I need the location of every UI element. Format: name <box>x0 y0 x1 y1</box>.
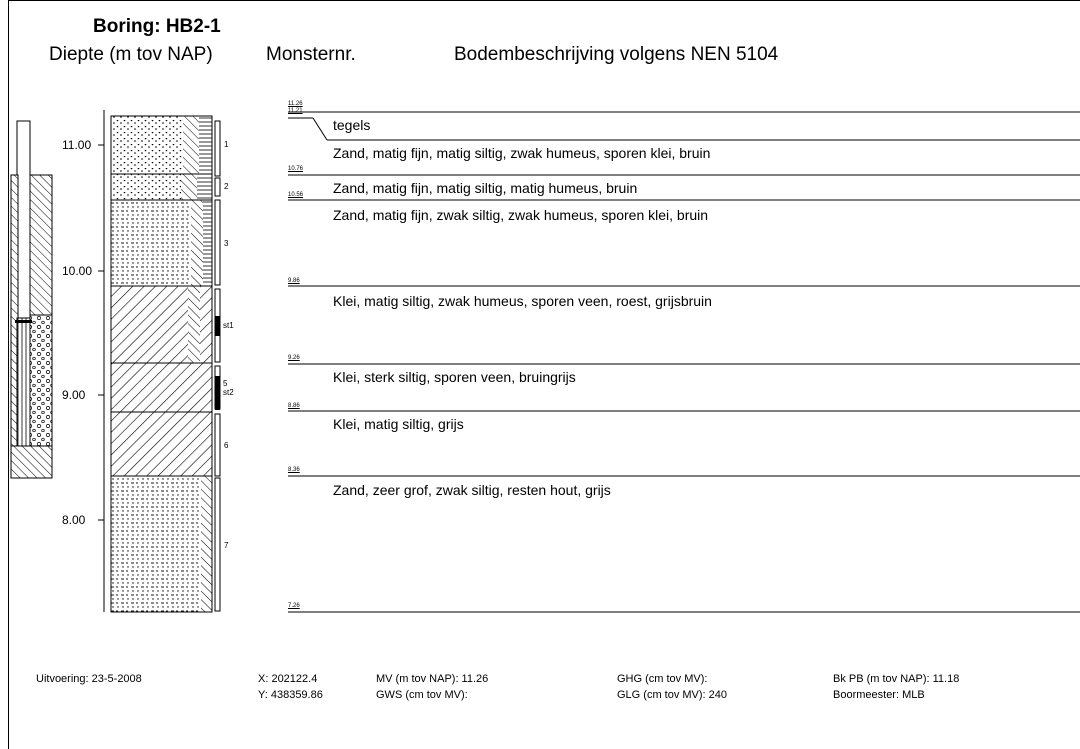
layer-description: Zand, matig fijn, zwak siltig, zwak hume… <box>333 207 709 223</box>
depth-tick-label: 8.00 <box>62 513 86 527</box>
layer-depth-label: 10.76 <box>288 166 304 172</box>
well-bottom-seal <box>10 445 53 479</box>
sample-interval <box>214 120 221 177</box>
depth-tick-label: 11.00 <box>62 138 92 152</box>
well-pipe-top <box>16 120 31 322</box>
litho-clay-sidebar <box>188 363 212 412</box>
litho-humus-sidebar <box>181 174 197 200</box>
ghg-value: GHG (cm tov MV): <box>617 673 708 685</box>
sample-column-header: Monsternr. <box>266 44 356 65</box>
litho-layer-sand <box>111 174 181 200</box>
layer-description: Zand, matig fijn, matig siltig, zwak hum… <box>333 145 711 161</box>
litho-silt-sidebar <box>199 116 212 174</box>
layer-depth-label: 8.86 <box>288 403 300 409</box>
glg-value: GLG (cm tov MV): 240 <box>617 689 728 701</box>
litho-humus-sidebar <box>191 200 203 286</box>
litho-silt-sidebar <box>201 476 212 612</box>
y-coordinate: Y: 438359.86 <box>258 689 323 701</box>
layer-depth-label: 10.56 <box>288 192 304 198</box>
well-construction <box>10 120 53 479</box>
sample-label: st2 <box>223 388 234 397</box>
description-column-header: Bodembeschrijving volgens NEN 5104 <box>454 44 779 65</box>
litho-clay-sidebar <box>188 412 212 476</box>
layer-description: Zand, zeer grof, zwak siltig, resten hou… <box>333 482 611 498</box>
layer-depth-label: 8.36 <box>288 467 300 473</box>
litho-layer-clay <box>111 286 188 363</box>
sample-label: 1 <box>224 140 229 149</box>
sample-label: 7 <box>224 541 229 550</box>
litho-layer-sand-coarse <box>111 476 201 612</box>
layer-description: tegels <box>333 117 371 133</box>
sample-label: 5 <box>223 379 228 388</box>
litho-clay-sidebar <box>200 286 212 363</box>
depth-column-header: Diepte (m tov NAP) <box>49 44 213 65</box>
litho-column-outline <box>110 115 213 613</box>
layer-description: Klei, matig siltig, zwak humeus, sporen … <box>333 293 712 309</box>
lithology-column <box>110 115 213 613</box>
sample-interval <box>214 477 221 612</box>
pipe-top-level: Bk PB (m tov NAP): 11.18 <box>833 673 960 685</box>
well-water-level <box>15 320 32 323</box>
layer-description: Klei, sterk siltig, sporen veen, bruingr… <box>333 369 576 385</box>
drill-master: Boormeester: MLB <box>833 689 925 701</box>
sample-label: 2 <box>224 182 229 191</box>
ground-level: MV (m tov NAP): 11.26 <box>376 673 489 685</box>
litho-silt-sidebar <box>197 174 212 200</box>
layer-boundaries <box>288 111 1080 613</box>
well-gravel-pack <box>29 314 53 447</box>
sample-tube-st2 <box>215 376 220 410</box>
boring-title: Boring: HB2-1 <box>93 16 221 37</box>
litho-layer-clay <box>111 412 188 476</box>
sample-label: 3 <box>224 239 229 248</box>
litho-layer-sand <box>111 116 183 174</box>
sample-interval <box>214 413 221 477</box>
sample-interval <box>214 199 221 286</box>
execution-date: Uitvoering: 23-5-2008 <box>36 673 142 685</box>
layer-boundary-line <box>312 117 328 141</box>
litho-humus-sidebar <box>183 116 199 174</box>
depth-tick-label: 9.00 <box>62 388 86 402</box>
layer-depth-label: 11.26 <box>288 101 303 107</box>
layer-description: Klei, matig siltig, grijs <box>333 416 464 432</box>
layer-depth-label: 11.21 <box>288 108 303 114</box>
sample-tube-st1 <box>215 316 220 336</box>
layer-depth-label: 9.26 <box>288 355 300 361</box>
layer-description: Zand, matig fijn, matig siltig, matig hu… <box>333 180 638 196</box>
sample-label: 6 <box>224 441 229 450</box>
well-seal-right <box>29 174 53 316</box>
depth-axis <box>98 110 105 612</box>
litho-layer-sand-silty <box>111 200 191 286</box>
layer-depth-label: 9.86 <box>288 278 300 284</box>
x-coordinate: X: 202122.4 <box>258 673 318 685</box>
litho-humus-sidebar <box>188 286 200 363</box>
depth-tick-label: 10.00 <box>62 264 93 278</box>
layer-depth-label: 7.26 <box>288 603 300 609</box>
sample-label: st1 <box>223 321 234 330</box>
page-frame <box>8 0 1080 749</box>
sample-intervals <box>214 120 221 612</box>
litho-layer-clay <box>111 363 188 412</box>
litho-silt-sidebar <box>203 200 212 286</box>
well-filter-screen <box>16 317 31 447</box>
groundwater-level: GWS (cm tov MV): <box>376 689 468 701</box>
sample-interval <box>214 177 221 197</box>
